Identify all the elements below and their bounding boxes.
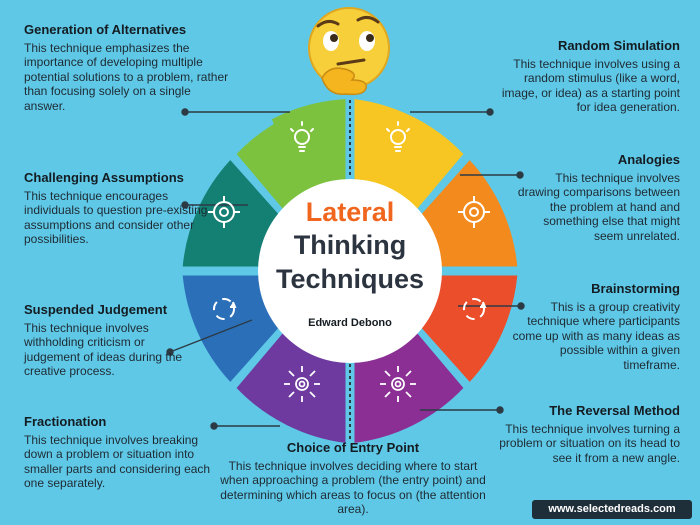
target-icon: [458, 196, 490, 228]
technique-description: This technique involves withholding crit…: [24, 321, 183, 379]
technique-brainstorming: Brainstorming This is a group creativity…: [512, 281, 680, 372]
technique-description: This technique emphasizes the importance…: [24, 41, 229, 113]
footer-url-badge[interactable]: www.selectedreads.com: [532, 500, 692, 519]
target-icon: [208, 196, 240, 228]
technique-random-simulation: Random Simulation This technique involve…: [498, 38, 680, 115]
lightbulb-icon: [386, 121, 410, 152]
technique-analogies: Analogies This technique involves drawin…: [512, 152, 680, 243]
connector-dot: [181, 108, 189, 116]
center-title-line3: Techniques: [276, 264, 424, 294]
technique-suspended-judgement: Suspended Judgement This technique invol…: [24, 302, 202, 379]
center-author: Edward Debono: [308, 317, 392, 329]
technique-challenging-assumptions: Challenging Assumptions This technique e…: [24, 170, 214, 247]
technique-description: This technique involves using a random s…: [501, 57, 680, 115]
technique-title: Fractionation: [24, 414, 107, 429]
thinking-face-emoji: [308, 7, 390, 96]
connectors: [166, 108, 525, 430]
technique-description: This is a group creativity technique whe…: [512, 300, 680, 372]
connector-dot: [210, 422, 218, 430]
technique-title: Choice of Entry Point: [286, 440, 420, 455]
technique-title: Brainstorming: [591, 281, 680, 296]
technique-title: The Reversal Method: [549, 403, 680, 418]
technique-title: Suspended Judgement: [24, 302, 168, 317]
gear-network-icon: [380, 366, 416, 402]
technique-choice-of-entry-point: Choice of Entry Point This technique inv…: [215, 440, 491, 517]
technique-description: This technique encourages individuals to…: [24, 189, 208, 247]
connector-dot: [516, 171, 524, 179]
connector-dot: [517, 302, 525, 310]
center-title-line2: Thinking: [294, 230, 406, 260]
connector-suspended: [169, 319, 253, 353]
cycle-arrows-icon: [213, 298, 237, 320]
technique-reversal-method: The Reversal Method This technique invol…: [490, 403, 680, 465]
lightbulb-icon: [290, 121, 314, 152]
technique-title: Generation of Alternatives: [24, 22, 187, 37]
technique-description: This technique involves turning a proble…: [499, 422, 680, 465]
connector-dot: [166, 348, 174, 356]
technique-title: Analogies: [617, 152, 680, 167]
center-circle: [258, 179, 442, 363]
technique-description: This technique involves drawing comparis…: [517, 171, 680, 243]
connector-dot: [496, 406, 504, 414]
technique-generation-of-alternatives: Generation of Alternatives This techniqu…: [24, 22, 229, 113]
cycle-arrows-icon: [463, 298, 487, 320]
connector-dot: [181, 201, 189, 209]
technique-fractionation: Fractionation This technique involves br…: [24, 414, 214, 491]
gear-network-icon: [284, 366, 320, 402]
technique-title: Challenging Assumptions: [24, 170, 184, 185]
technique-title: Random Simulation: [557, 38, 680, 53]
technique-description: This technique involves deciding where t…: [220, 459, 486, 517]
technique-description: This technique involves breaking down a …: [24, 433, 211, 491]
center-title-line1: Lateral: [306, 197, 395, 227]
connector-dot: [486, 108, 494, 116]
